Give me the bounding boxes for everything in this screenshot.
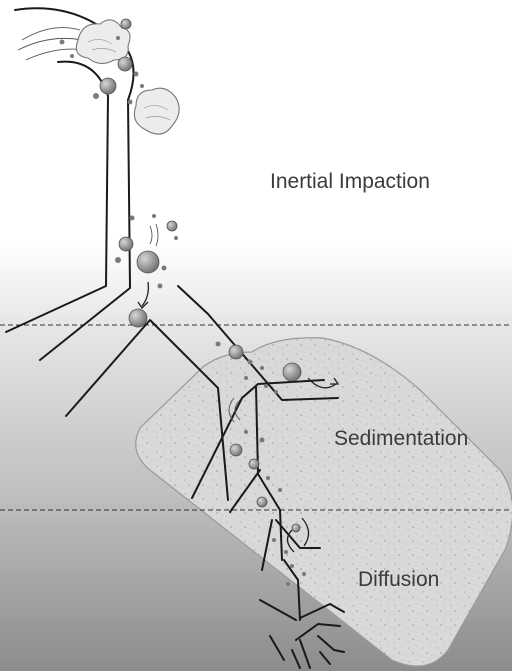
sedimentation-label: Sedimentation bbox=[334, 427, 468, 450]
diffusion-label: Diffusion bbox=[358, 568, 439, 591]
inertial-impaction-label: Inertial Impaction bbox=[270, 170, 430, 193]
